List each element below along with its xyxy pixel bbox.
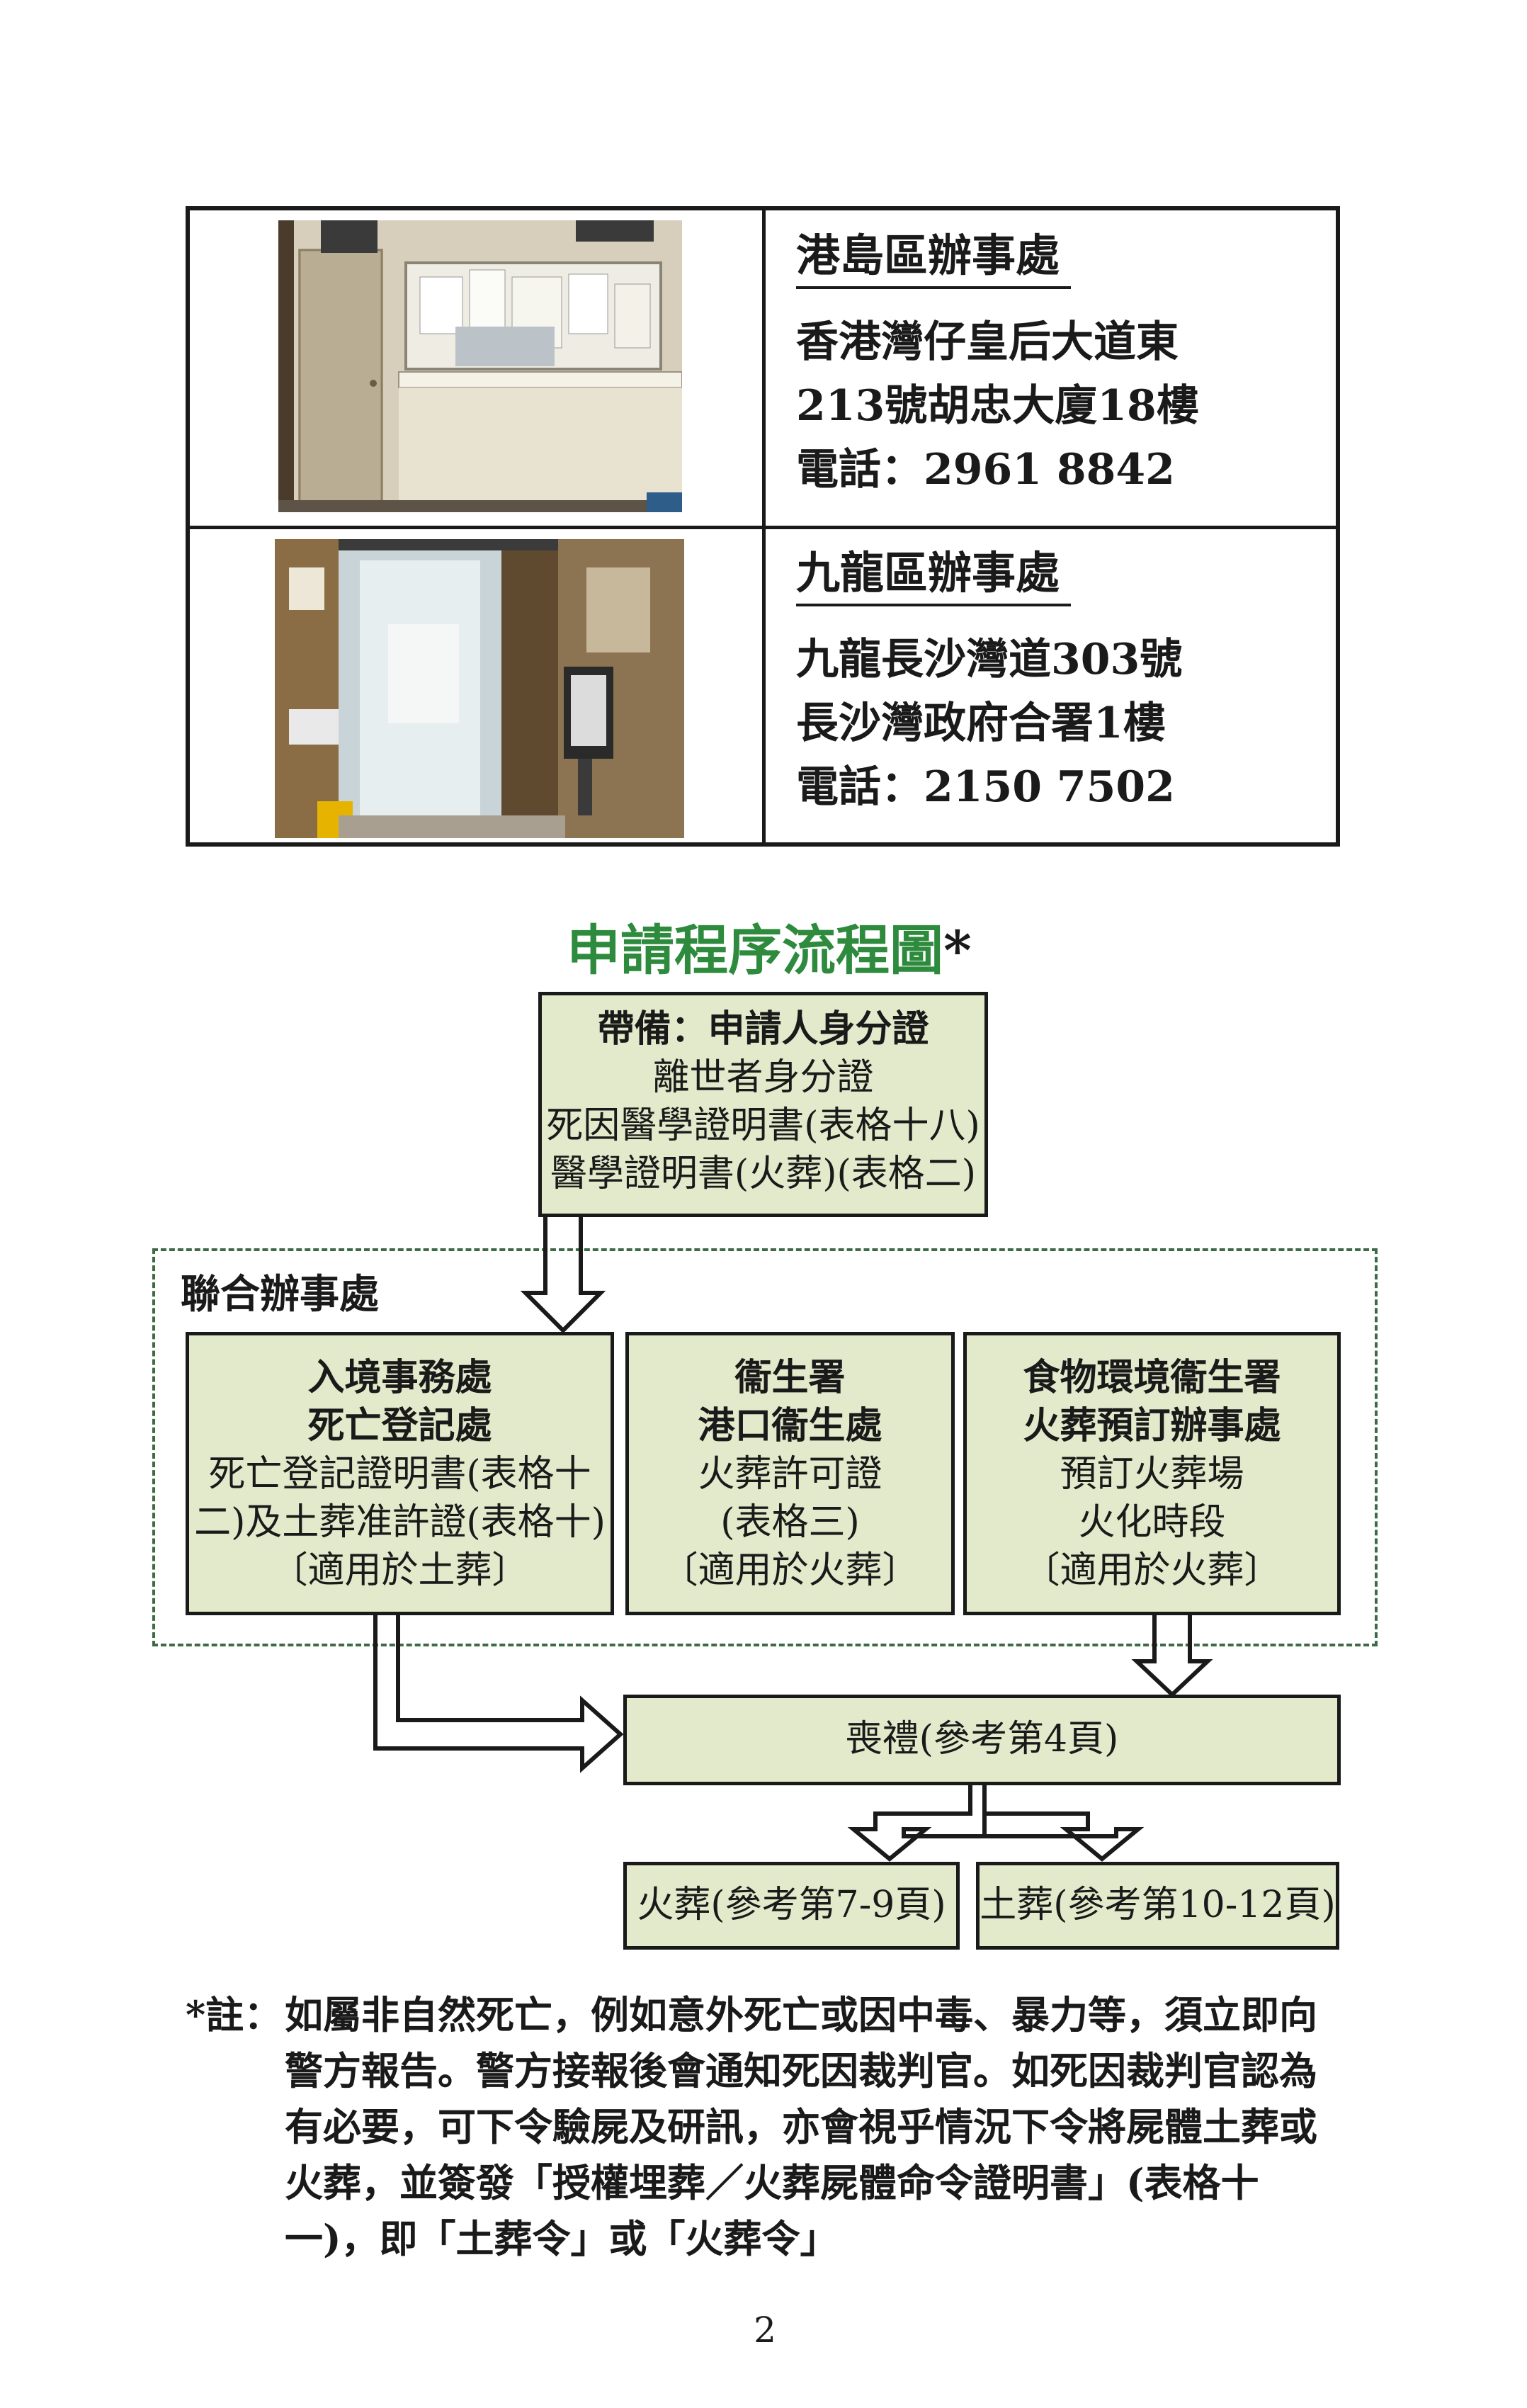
arrow-bring-to-joint: [520, 1217, 606, 1334]
arrow-immd-to-funeral: [373, 1615, 624, 1773]
box-documents-to-bring: 帶備：申請人身分證 離世者身分證 死因醫學證明書(表格十八) 醫學證明書(火葬)…: [538, 992, 988, 1217]
kowloon-address-line2: 長沙灣政府合署1樓: [796, 699, 1166, 748]
immd-line3: 死亡登記證明書(表格十: [208, 1453, 591, 1496]
bring-line3: 死因醫學證明書(表格十八): [546, 1104, 980, 1147]
fehd-line1: 食物環境衞生署: [1023, 1356, 1281, 1399]
box-immigration-department: 入境事務處 死亡登記處 死亡登記證明書(表格十 二)及土葬准許證(表格十) 〔適…: [186, 1332, 614, 1615]
table-divider-horizontal: [190, 526, 1336, 529]
flowchart-title-mark: *: [943, 919, 972, 982]
kowloon-address-line1: 九龍長沙灣道303號: [796, 635, 1183, 684]
hk-island-address-line2: 213號胡忠大廈18樓: [796, 381, 1199, 431]
box-cremation: 火葬(參考第7-9頁): [623, 1862, 960, 1950]
port-line1: 衞生署: [734, 1356, 846, 1399]
kowloon-office-name: 九龍區辦事處: [796, 543, 1072, 606]
hk-island-office-info: 港島區辦事處 香港灣仔皇后大道東 213號胡忠大廈18樓 電話：2961 884…: [796, 225, 1199, 502]
port-line2: 港口衞生處: [698, 1404, 882, 1447]
box-funeral: 喪禮(參考第4頁): [623, 1695, 1341, 1785]
arrow-funeral-to-burial: [970, 1785, 1145, 1862]
hk-island-office-photo: [278, 220, 682, 512]
box-port-health-office: 衞生署 港口衞生處 火葬許可證 (表格三) 〔適用於火葬〕: [625, 1332, 955, 1615]
flowchart-title-text: 申請程序流程圖: [567, 919, 943, 982]
kowloon-office-photo: [275, 539, 684, 838]
immd-line2: 死亡登記處: [307, 1404, 492, 1447]
port-line4: (表格三): [720, 1501, 860, 1544]
bring-line4: 醫學證明書(火葬)(表格二): [550, 1153, 977, 1195]
joint-office-label: 聯合辦事處: [181, 1271, 379, 1318]
port-line5: 〔適用於火葬〕: [661, 1549, 919, 1592]
footnote-label: *註：: [186, 1992, 283, 2037]
flowchart-title: 申請程序流程圖*: [567, 907, 972, 985]
hk-island-office-name: 港島區辦事處: [796, 225, 1072, 289]
hk-island-phone: 電話：2961 8842: [796, 445, 1175, 494]
kowloon-office-info: 九龍區辦事處 九龍長沙灣道303號 長沙灣政府合署1樓 電話：2150 7502: [796, 542, 1182, 819]
immd-line4: 二)及土葬准許證(表格十): [194, 1501, 606, 1544]
fehd-line2: 火葬預訂辦事處: [1023, 1404, 1281, 1447]
footnote: *註： 如屬非自然死亡，例如意外死亡或因中毒、暴力等，須立即向警方報告。警方接報…: [186, 1987, 1347, 2267]
box-burial: 土葬(參考第10-12頁): [976, 1862, 1339, 1950]
kowloon-phone: 電話：2150 7502: [796, 762, 1175, 812]
immd-line5: 〔適用於土葬〕: [271, 1549, 529, 1592]
fehd-line5: 〔適用於火葬〕: [1023, 1549, 1281, 1592]
port-line3: 火葬許可證: [698, 1453, 882, 1496]
joint-office-frame: [152, 1248, 1378, 1646]
box-fehd-cremation-booking: 食物環境衞生署 火葬預訂辦事處 預訂火葬場 火化時段 〔適用於火葬〕: [963, 1332, 1341, 1615]
offices-table: 港島區辦事處 香港灣仔皇后大道東 213號胡忠大廈18樓 電話：2961 884…: [186, 206, 1340, 847]
bring-line2: 離世者身分證: [652, 1056, 874, 1099]
hk-office-image: [278, 220, 682, 512]
kowloon-office-image: [275, 539, 684, 838]
page-number: 2: [754, 2310, 776, 2351]
arrow-funeral-to-cremation: [847, 1785, 987, 1862]
fehd-line4: 火化時段: [1078, 1501, 1226, 1544]
arrow-fehd-to-funeral: [1131, 1615, 1213, 1698]
fehd-line3: 預訂火葬場: [1060, 1453, 1244, 1496]
immd-line1: 入境事務處: [307, 1356, 492, 1399]
footnote-text: 如屬非自然死亡，例如意外死亡或因中毒、暴力等，須立即向警方報告。警方接報後會通知…: [285, 1992, 1317, 2261]
bring-line1: 帶備：申請人身分證: [597, 1007, 929, 1051]
hk-island-address-line1: 香港灣仔皇后大道東: [796, 317, 1179, 367]
